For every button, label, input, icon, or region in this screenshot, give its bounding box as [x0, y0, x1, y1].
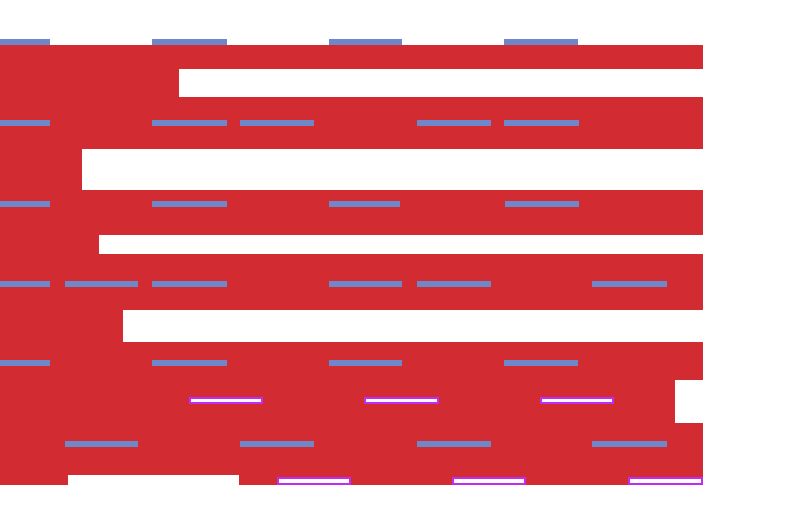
link-underline[interactable] [0, 39, 50, 45]
link-underline[interactable] [504, 120, 579, 126]
redacted-text-block [0, 310, 123, 342]
link-underline[interactable] [240, 441, 314, 447]
link-underline[interactable] [0, 360, 50, 366]
link-underline[interactable] [505, 201, 579, 207]
page-background-notch [675, 380, 703, 423]
highlighted-link-underline[interactable] [364, 397, 439, 404]
link-underline[interactable] [0, 201, 50, 207]
link-underline[interactable] [417, 120, 491, 126]
highlighted-link-underline[interactable] [452, 477, 526, 485]
link-underline[interactable] [65, 281, 138, 287]
link-underline[interactable] [592, 281, 667, 287]
link-underline[interactable] [504, 360, 578, 366]
redacted-text-block [0, 69, 179, 97]
link-underline[interactable] [329, 360, 402, 366]
link-underline[interactable] [240, 120, 314, 126]
highlighted-link-underline[interactable] [540, 397, 614, 404]
redacted-text-block [0, 190, 703, 235]
link-underline[interactable] [152, 39, 227, 45]
link-underline[interactable] [0, 281, 50, 287]
link-underline[interactable] [152, 360, 227, 366]
redacted-text-block [0, 97, 703, 149]
link-underline[interactable] [65, 441, 138, 447]
link-underline[interactable] [504, 39, 578, 45]
link-underline[interactable] [152, 201, 227, 207]
link-underline[interactable] [0, 120, 50, 126]
link-underline[interactable] [592, 441, 667, 447]
link-underline[interactable] [417, 441, 491, 447]
link-underline[interactable] [329, 39, 402, 45]
link-underline[interactable] [152, 281, 227, 287]
highlighted-link-underline[interactable] [189, 397, 263, 404]
link-underline[interactable] [329, 201, 400, 207]
page-background-notch [68, 475, 239, 485]
link-underline[interactable] [152, 120, 227, 126]
highlighted-link-underline[interactable] [277, 477, 351, 485]
link-underline[interactable] [329, 281, 402, 287]
link-underline[interactable] [417, 281, 491, 287]
redacted-text-block [0, 45, 703, 69]
redacted-text-block [0, 235, 99, 254]
highlighted-link-underline[interactable] [628, 477, 703, 485]
redacted-text-block [0, 149, 82, 190]
